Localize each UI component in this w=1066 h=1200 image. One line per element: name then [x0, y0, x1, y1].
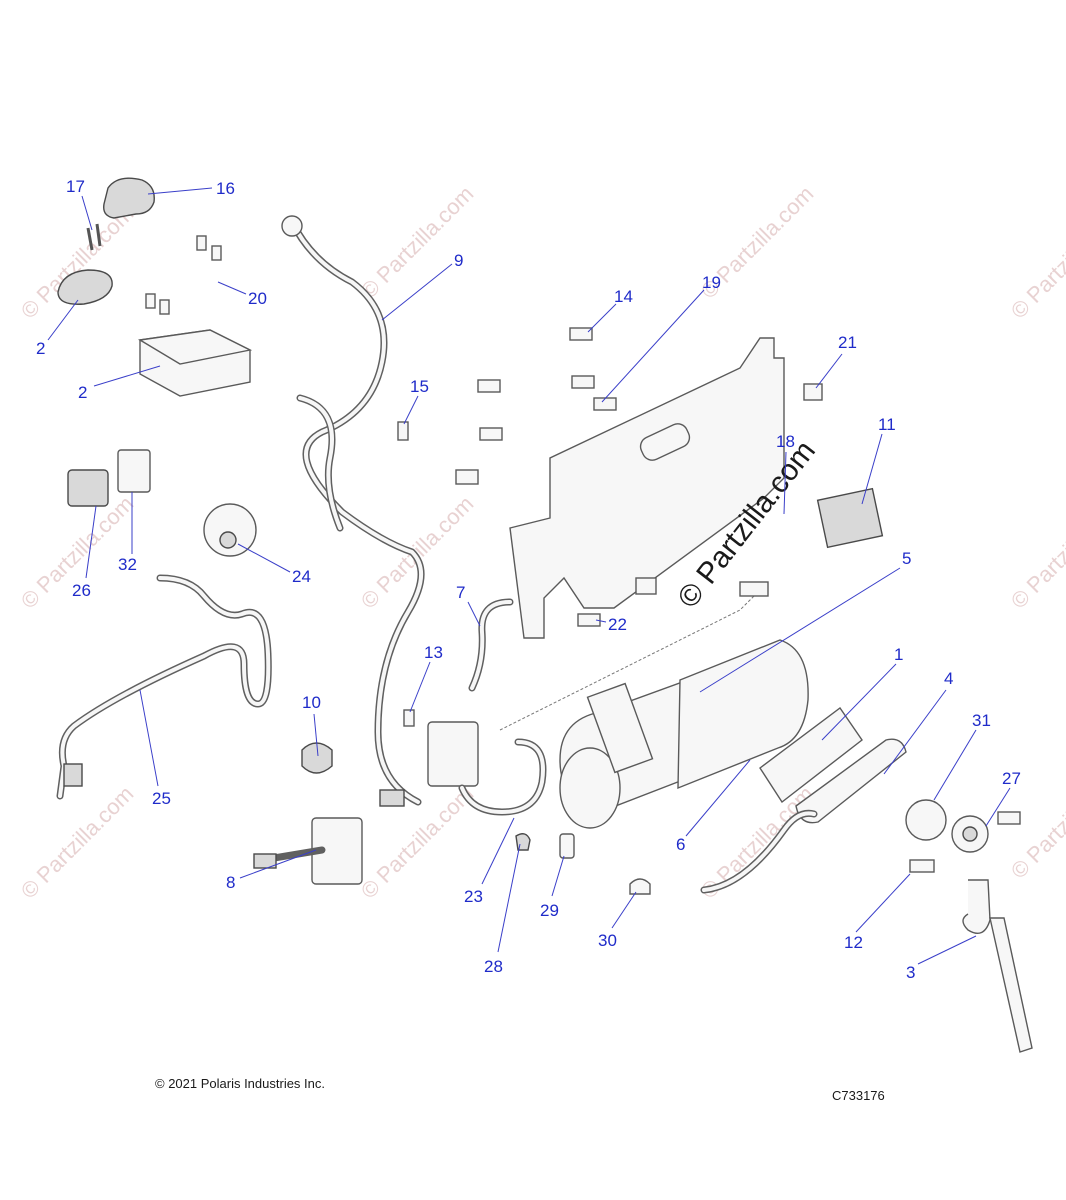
callout-12: 12 — [844, 933, 863, 952]
part-24-knob-center — [219, 531, 237, 549]
callout-30: 30 — [598, 931, 617, 950]
part-25-connector — [63, 763, 83, 787]
leader-lines — [47, 187, 1011, 965]
part-31-stopper — [905, 799, 947, 841]
callout-28: 28 — [484, 957, 503, 976]
part-16-cover — [103, 177, 155, 219]
callout-9: 9 — [454, 251, 463, 270]
callout-27: 27 — [1002, 769, 1021, 788]
diagram-code: C733176 — [832, 1088, 885, 1103]
part-winch-motor-end — [559, 747, 621, 829]
part-13-screw — [403, 709, 415, 727]
callout-3: 3 — [906, 963, 915, 982]
part-3-hook — [962, 879, 991, 934]
part-12-bolt — [909, 859, 935, 873]
copyright-text: © 2021 Polaris Industries Inc. — [155, 1076, 325, 1091]
part-25-harness-inner — [58, 576, 271, 798]
part-15-rivet — [397, 421, 409, 441]
part-29-clamp — [559, 833, 575, 859]
callout-10: 10 — [302, 693, 321, 712]
callout-17: 17 — [66, 177, 85, 196]
part-winch-drum — [677, 639, 809, 790]
callout-24: 24 — [292, 567, 311, 586]
callout-22: 22 — [608, 615, 627, 634]
watermark-text: © Partzilla.com — [1006, 201, 1066, 324]
watermark-text: © Partzilla.com — [16, 201, 139, 324]
callout-6: 6 — [676, 835, 685, 854]
part-24-knob — [203, 503, 257, 557]
part-27-roller-center — [962, 826, 978, 842]
part-21-bolt — [803, 383, 823, 401]
part-nut — [635, 577, 657, 595]
part-32-bezel — [117, 449, 151, 493]
part-9-branch-inner — [298, 396, 342, 530]
part-11-label — [816, 487, 884, 549]
callout-19: 19 — [702, 273, 721, 292]
part-22-bolt — [577, 613, 601, 627]
callout-4: 4 — [944, 669, 953, 688]
callout-20: 20 — [248, 289, 267, 308]
callout-29: 29 — [540, 901, 559, 920]
callout-1: 1 — [894, 645, 903, 664]
callout-15: 15 — [410, 377, 429, 396]
part-5-connector — [739, 581, 769, 597]
part-solenoid-block — [427, 721, 479, 787]
part-8-plug — [253, 853, 277, 869]
callout-2-remote: 2 — [36, 339, 45, 358]
watermark-text: © Partzilla.com — [1006, 491, 1066, 614]
callout-31: 31 — [972, 711, 991, 730]
part-6-rope-inner — [702, 811, 816, 892]
part-23-hose-inner — [460, 740, 545, 814]
part-2-remote — [57, 269, 113, 305]
part-mount-plate — [509, 337, 785, 639]
part-25-harness — [56, 574, 272, 800]
part-30-clamp — [629, 878, 651, 895]
callout-23: 23 — [464, 887, 483, 906]
part-1-plate — [759, 707, 863, 804]
part-28-strap — [515, 833, 531, 851]
callout-21: 21 — [838, 333, 857, 352]
part-9-hose-inner — [290, 220, 424, 804]
callout-7: 7 — [456, 583, 465, 602]
part-17-screws — [86, 223, 102, 251]
part-mount-plate-slot — [639, 423, 691, 461]
callout-32: 32 — [118, 555, 137, 574]
callout-labels: 17 16 2 20 9 2 15 14 19 21 18 11 26 32 2… — [36, 177, 1021, 982]
callout-18: 18 — [776, 432, 795, 451]
callout-13: 13 — [424, 643, 443, 662]
part-3-strap — [989, 917, 1033, 1053]
watermark-text: © Partzilla.com — [16, 781, 139, 904]
part-winch-frame — [586, 682, 654, 774]
callout-8: 8 — [226, 873, 235, 892]
callout-11: 11 — [878, 415, 896, 434]
part-2-control-box-top — [137, 329, 253, 365]
callout-2-box: 2 — [78, 383, 87, 402]
part-solenoid-plug — [379, 789, 405, 807]
part-20-screws — [145, 235, 222, 315]
part-10-clip — [301, 742, 333, 774]
watermark-text: © Partzilla.com — [356, 181, 479, 304]
part-9-end-cap — [281, 215, 303, 237]
part-9-hose — [288, 218, 425, 806]
callout-16: 16 — [216, 179, 235, 198]
callout-14: 14 — [614, 287, 633, 306]
part-27-bolt — [997, 811, 1021, 825]
part-26-switch — [67, 469, 109, 507]
callout-25: 25 — [152, 789, 171, 808]
callout-5: 5 — [902, 549, 911, 568]
part-7-lead-inner — [470, 600, 512, 690]
callout-26: 26 — [72, 581, 91, 600]
